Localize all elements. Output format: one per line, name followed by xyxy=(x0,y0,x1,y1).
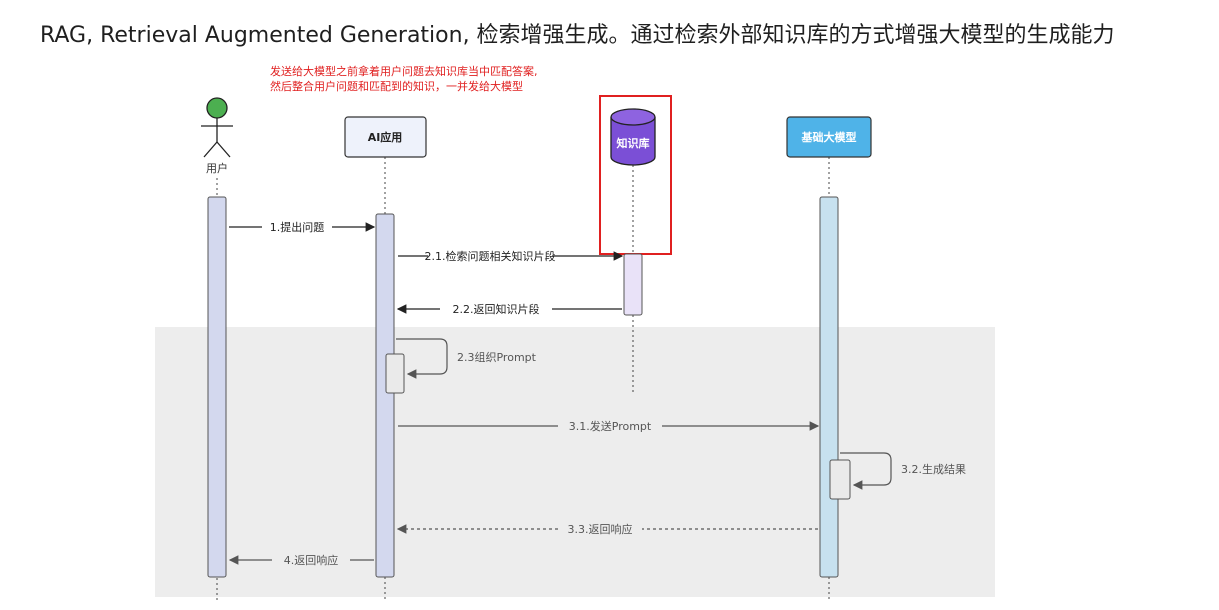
message-4: 4.返回响应 xyxy=(228,553,374,567)
page-heading: RAG, Retrieval Augmented Generation, 检索增… xyxy=(40,23,1115,48)
message-3-1-label: 3.1.发送Prompt xyxy=(569,419,652,433)
message-2-2: 2.2.返回知识片段 xyxy=(396,302,622,316)
kb-participant: 知识库 xyxy=(610,108,656,166)
kb-activation-bar xyxy=(623,253,643,316)
user-activation-bar xyxy=(207,196,227,578)
llm-self-activation-bar xyxy=(829,459,851,500)
message-2-3-label: 2.3组织Prompt xyxy=(457,350,537,364)
message-3-2-label: 3.2.生成结果 xyxy=(901,462,966,476)
message-1-label: 1.提出问题 xyxy=(270,220,325,234)
app-activation-bar xyxy=(375,213,395,578)
kb-label: 知识库 xyxy=(616,136,650,150)
message-3-3: 3.3.返回响应 xyxy=(396,522,818,536)
stick-figure-icon xyxy=(201,97,233,158)
message-3-1: 3.1.发送Prompt xyxy=(398,419,820,433)
llm-label: 基础大模型 xyxy=(801,130,857,144)
message-3-2: 3.2.生成结果 xyxy=(840,452,966,490)
highlight-band xyxy=(155,327,995,597)
note-line-1: 发送给大模型之前拿着用户问题去知识库当中匹配答案, xyxy=(270,65,538,78)
user-label: 用户 xyxy=(206,161,228,175)
database-cylinder-icon xyxy=(610,108,656,166)
app-self-activation-bar xyxy=(385,353,405,394)
user-participant: 用户 xyxy=(201,97,233,175)
message-4-label: 4.返回响应 xyxy=(284,553,339,567)
message-2-2-label: 2.2.返回知识片段 xyxy=(453,302,540,316)
red-annotation-note: 发送给大模型之前拿着用户问题去知识库当中匹配答案, 然后整合用户问题和匹配到的知… xyxy=(270,64,630,94)
message-2-3: 2.3组织Prompt xyxy=(396,338,537,379)
message-1: 1.提出问题 xyxy=(229,220,376,234)
message-3-3-label: 3.3.返回响应 xyxy=(568,522,633,536)
llm-participant: 基础大模型 xyxy=(786,116,872,158)
message-2-1: 2.1.检索问题相关知识片段 xyxy=(398,249,624,263)
app-participant: AI应用 xyxy=(344,116,427,158)
message-2-1-label: 2.1.检索问题相关知识片段 xyxy=(425,249,556,263)
note-line-2: 然后整合用户问题和匹配到的知识，一并发给大模型 xyxy=(270,80,523,93)
llm-activation-bar xyxy=(819,196,839,578)
app-label: AI应用 xyxy=(368,130,403,144)
